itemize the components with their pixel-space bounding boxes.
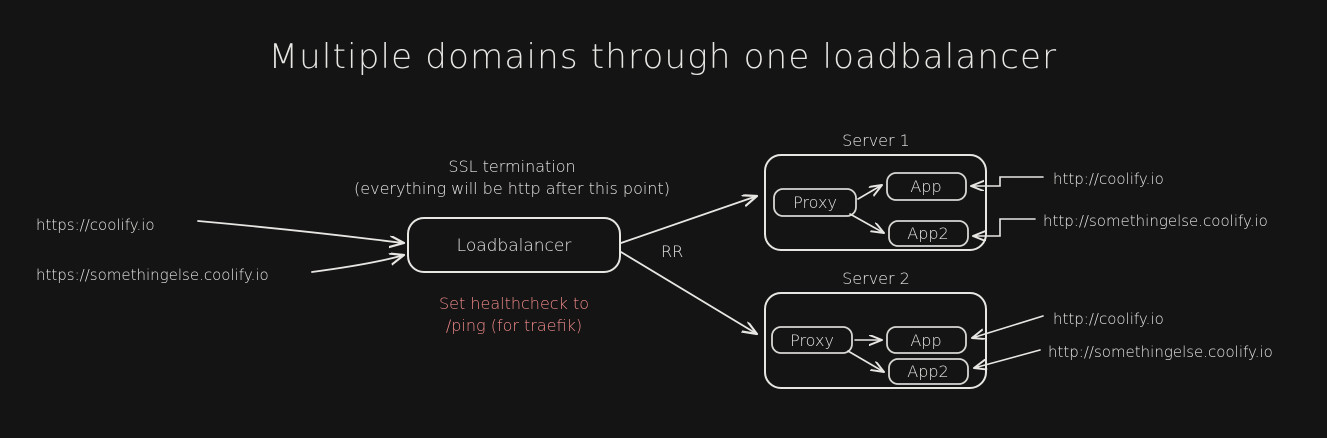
rr-edge-label: RR xyxy=(661,242,683,261)
ingress-url-2: https://somethingelse.coolify.io xyxy=(36,266,269,284)
ingress-arrow-1 xyxy=(197,220,404,243)
server-1-inbound-url-1: http://coolify.io xyxy=(1053,170,1164,188)
server-2-title: Server 2 xyxy=(842,269,910,288)
server-2-box xyxy=(764,292,987,389)
server-2-inbound-arrow-1 xyxy=(972,315,1044,338)
server-1-app2-label: App2 xyxy=(907,224,948,243)
ingress-url-1: https://coolify.io xyxy=(36,216,155,234)
server-2-app2-box xyxy=(888,358,969,385)
rr-arrow-server2 xyxy=(620,251,757,334)
server-2-inbound-url-2: http://somethingelse.coolify.io xyxy=(1048,343,1273,361)
server-2-inbound-url-1: http://coolify.io xyxy=(1053,310,1164,328)
server-2-app-box xyxy=(886,326,967,354)
server-1-inbound-arrow-1 xyxy=(971,176,1044,186)
server-1-proxy-to-app2 xyxy=(849,213,884,233)
server-1-box xyxy=(764,154,987,251)
loadbalancer-box xyxy=(407,217,621,273)
server-1-title: Server 1 xyxy=(842,131,910,150)
server-2-proxy-to-app2 xyxy=(847,350,884,372)
server-2-app2-label: App2 xyxy=(907,362,948,381)
server-1-app-label: App xyxy=(910,177,941,196)
server-2-proxy-label: Proxy xyxy=(790,331,834,350)
ssl-caption-line1: SSL termination xyxy=(448,157,575,176)
diagram-title: Multiple domains through one loadbalance… xyxy=(269,37,1058,77)
server-2-app-label: App xyxy=(910,331,941,350)
server-2-proxy-box xyxy=(771,326,853,354)
server-1-inbound-arrow-2 xyxy=(973,218,1036,236)
server-1-proxy-box xyxy=(773,188,857,217)
rr-arrow-server1 xyxy=(620,196,757,244)
server-1-app-box xyxy=(886,172,967,201)
healthcheck-note-line1: Set healthcheck to xyxy=(439,294,589,313)
server-1-proxy-to-app xyxy=(857,185,882,200)
server-1-proxy-label: Proxy xyxy=(793,193,837,212)
loadbalancer-label: Loadbalancer xyxy=(457,236,572,256)
ssl-caption-line2: (everything will be http after this poin… xyxy=(354,179,670,198)
ingress-arrow-2 xyxy=(311,255,404,273)
server-2-inbound-arrow-2 xyxy=(974,349,1041,368)
healthcheck-note-line2: /ping (for traefik) xyxy=(446,316,582,335)
server-1-inbound-url-2: http://somethingelse.coolify.io xyxy=(1043,212,1268,230)
server-1-app2-box xyxy=(888,220,969,247)
